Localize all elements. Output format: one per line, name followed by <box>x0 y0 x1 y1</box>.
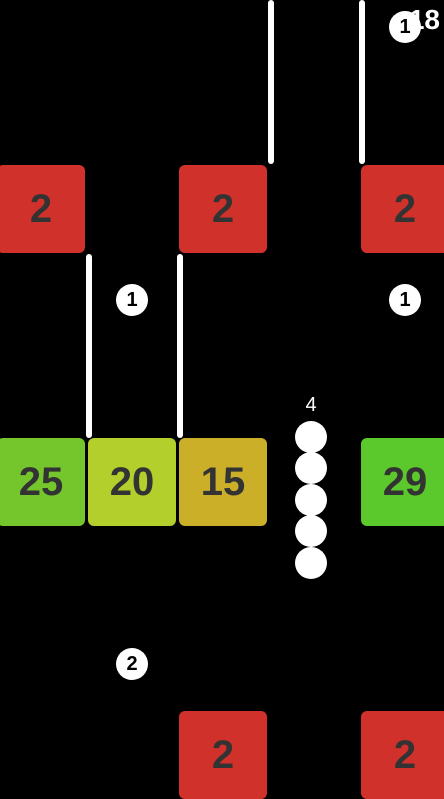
pickup-ball: 2 <box>116 648 148 680</box>
pickup-ball: 1 <box>116 284 148 316</box>
wall-barrier <box>359 0 365 164</box>
snake-segment <box>295 452 327 484</box>
wall-barrier <box>177 254 183 438</box>
number-block: 25 <box>0 438 85 526</box>
number-block: 2 <box>361 165 444 253</box>
number-block: 29 <box>361 438 444 526</box>
number-block: 2 <box>0 165 85 253</box>
pickup-ball: 1 <box>389 11 421 43</box>
pickup-ball: 1 <box>389 284 421 316</box>
snake-segment <box>295 515 327 547</box>
snake-length-label: 4 <box>305 394 317 416</box>
number-block: 2 <box>179 711 267 799</box>
snake-segment <box>295 547 327 579</box>
number-block: 2 <box>361 711 444 799</box>
number-block: 15 <box>179 438 267 526</box>
wall-barrier <box>86 254 92 438</box>
snake-segment <box>295 484 327 516</box>
number-block: 2 <box>179 165 267 253</box>
snake-head <box>295 421 327 453</box>
number-block: 20 <box>88 438 176 526</box>
wall-barrier <box>268 0 274 164</box>
